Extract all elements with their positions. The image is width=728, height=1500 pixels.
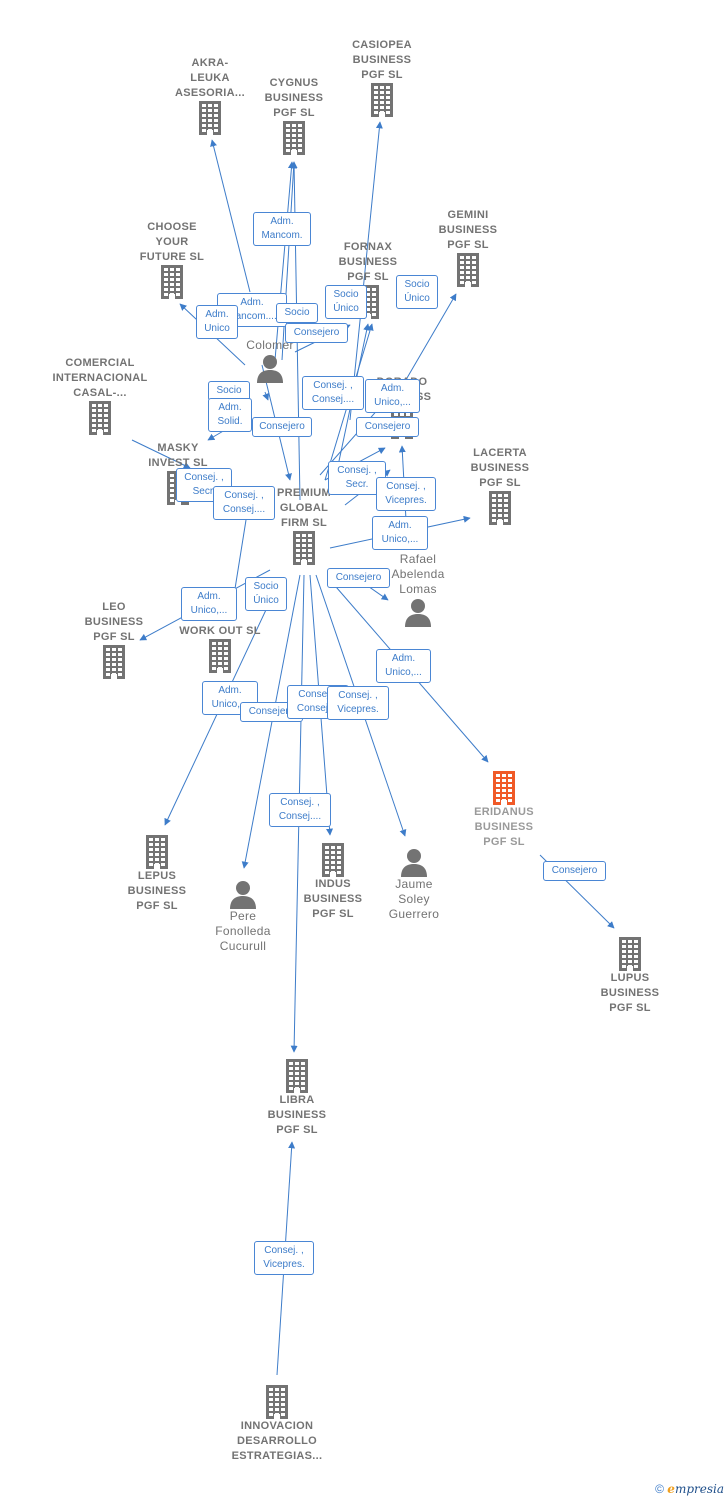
node-gemini[interactable]: GEMINI BUSINESS PGF SL bbox=[413, 208, 523, 287]
role-label[interactable]: Adm. Mancom. bbox=[253, 212, 311, 246]
role-label[interactable]: Socio Único bbox=[325, 285, 367, 319]
node-libra[interactable]: LIBRA BUSINESS PGF SL bbox=[242, 1059, 352, 1138]
node-label[interactable]: LACERTA BUSINESS PGF SL bbox=[470, 447, 530, 489]
node-colomer[interactable]: Colomer bbox=[215, 338, 325, 383]
node-lepus[interactable]: LEPUS BUSINESS PGF SL bbox=[102, 835, 212, 914]
node-lupus[interactable]: LUPUS BUSINESS PGF SL bbox=[575, 937, 685, 1016]
node-lacerta[interactable]: LACERTA BUSINESS PGF SL bbox=[445, 446, 555, 525]
building-icon bbox=[102, 835, 212, 869]
node-label[interactable]: LUPUS BUSINESS PGF SL bbox=[600, 972, 660, 1014]
node-akra[interactable]: AKRA- LEUKA ASESORIA... bbox=[155, 56, 265, 135]
node-label[interactable]: PREMIUM GLOBAL FIRM SL bbox=[276, 487, 332, 529]
role-label[interactable]: Adm. Unico,... bbox=[365, 379, 420, 413]
role-label[interactable]: Adm. Solid. bbox=[208, 398, 252, 432]
node-label[interactable]: CASIOPEA BUSINESS PGF SL bbox=[352, 39, 412, 81]
node-cygnus[interactable]: CYGNUS BUSINESS PGF SL bbox=[239, 76, 349, 155]
node-eridanus[interactable]: ERIDANUS BUSINESS PGF SL bbox=[449, 771, 559, 850]
footer-credit: © empresia bbox=[655, 1482, 724, 1496]
relationship-edge bbox=[399, 293, 457, 391]
person-icon bbox=[363, 597, 473, 627]
node-label[interactable]: WORK OUT SL bbox=[179, 625, 261, 637]
building-icon bbox=[575, 937, 685, 971]
node-label[interactable]: INNOVACION DESARROLLO ESTRATEGIAS... bbox=[231, 1420, 323, 1462]
node-label[interactable]: CHOOSE YOUR FUTURE SL bbox=[139, 221, 205, 263]
node-pere[interactable]: Pere Fonolleda Cucurull bbox=[188, 879, 298, 954]
node-indus[interactable]: INDUS BUSINESS PGF SL bbox=[278, 843, 388, 922]
building-icon bbox=[242, 1059, 352, 1093]
node-label[interactable]: ERIDANUS BUSINESS PGF SL bbox=[474, 806, 534, 848]
role-label[interactable]: Adm. Unico,... bbox=[372, 516, 428, 550]
node-label[interactable]: COMERCIAL INTERNACIONAL CASAL-... bbox=[52, 357, 148, 399]
node-casiopea[interactable]: CASIOPEA BUSINESS PGF SL bbox=[327, 38, 437, 117]
role-label[interactable]: Consejero bbox=[327, 568, 390, 588]
role-label[interactable]: Socio bbox=[276, 303, 318, 323]
role-label[interactable]: Consej. , Vicepres. bbox=[327, 686, 389, 720]
role-label[interactable]: Consej. , Secr. bbox=[176, 468, 232, 502]
relationship-edge bbox=[131, 439, 191, 469]
role-label[interactable]: Consej. , Vicepres. bbox=[376, 477, 436, 511]
node-label[interactable]: LEO BUSINESS PGF SL bbox=[84, 601, 144, 643]
node-jaume[interactable]: Jaume Soley Guerrero bbox=[359, 847, 469, 922]
role-label[interactable]: Socio Único bbox=[245, 577, 287, 611]
relationship-edge bbox=[274, 161, 295, 361]
node-label[interactable]: FORNAX BUSINESS PGF SL bbox=[338, 241, 398, 283]
node-leo[interactable]: LEO BUSINESS PGF SL bbox=[59, 600, 169, 679]
building-icon bbox=[327, 83, 437, 117]
node-label[interactable]: CYGNUS BUSINESS PGF SL bbox=[264, 77, 324, 119]
role-label[interactable]: Socio Único bbox=[396, 275, 438, 309]
role-label[interactable]: Consejero bbox=[356, 417, 419, 437]
node-label[interactable]: Colomer bbox=[246, 338, 294, 352]
node-innovacion[interactable]: INNOVACION DESARROLLO ESTRATEGIAS... bbox=[222, 1385, 332, 1464]
role-label[interactable]: Consej. , Vicepres. bbox=[254, 1241, 314, 1275]
building-icon bbox=[165, 639, 275, 673]
role-label[interactable]: Adm. Unico,... bbox=[376, 649, 431, 683]
node-label[interactable]: Rafael Abelenda Lomas bbox=[391, 552, 445, 596]
node-premium[interactable]: PREMIUM GLOBAL FIRM SL bbox=[249, 486, 359, 565]
node-label[interactable]: LEPUS BUSINESS PGF SL bbox=[127, 870, 187, 912]
building-icon bbox=[249, 531, 359, 565]
role-label[interactable]: Consej. , Consej.... bbox=[269, 793, 331, 827]
node-label[interactable]: Pere Fonolleda Cucurull bbox=[215, 909, 271, 953]
node-label[interactable]: MASKY INVEST SL bbox=[148, 442, 208, 469]
building-icon bbox=[59, 645, 169, 679]
node-label[interactable]: GEMINI BUSINESS PGF SL bbox=[438, 209, 498, 251]
building-icon bbox=[278, 843, 388, 877]
node-workout[interactable]: WORK OUT SL bbox=[165, 624, 275, 673]
relationship-edge bbox=[281, 161, 298, 361]
building-icon bbox=[239, 121, 349, 155]
node-comercial[interactable]: COMERCIAL INTERNACIONAL CASAL-... bbox=[45, 356, 155, 435]
node-choose[interactable]: CHOOSE YOUR FUTURE SL bbox=[117, 220, 227, 299]
empresia-logo: empresia bbox=[667, 1482, 724, 1496]
copyright-icon: © bbox=[655, 1482, 664, 1496]
building-icon bbox=[449, 771, 559, 805]
node-label[interactable]: Jaume Soley Guerrero bbox=[388, 877, 440, 921]
node-label[interactable]: AKRA- LEUKA ASESORIA... bbox=[175, 57, 245, 99]
person-icon bbox=[215, 353, 325, 383]
building-icon bbox=[222, 1385, 332, 1419]
building-icon bbox=[445, 491, 555, 525]
building-icon bbox=[117, 265, 227, 299]
person-icon bbox=[188, 879, 298, 909]
role-label[interactable]: Consej. , Consej.... bbox=[213, 486, 275, 520]
building-icon bbox=[45, 401, 155, 435]
role-label[interactable]: Adm. Unico bbox=[196, 305, 238, 339]
role-label[interactable]: Adm. Unico,... bbox=[181, 587, 237, 621]
person-icon bbox=[359, 847, 469, 877]
relationship-edge bbox=[349, 121, 383, 421]
building-icon bbox=[413, 253, 523, 287]
relationship-edge bbox=[210, 139, 251, 293]
role-label[interactable]: Consejero bbox=[285, 323, 348, 343]
role-label[interactable]: Consejero bbox=[543, 861, 606, 881]
role-label[interactable]: Consej. , Consej.... bbox=[302, 376, 364, 410]
relationship-edge bbox=[262, 391, 270, 401]
node-rafael[interactable]: Rafael Abelenda Lomas bbox=[363, 552, 473, 627]
role-label[interactable]: Consejero bbox=[252, 417, 312, 437]
node-label[interactable]: LIBRA BUSINESS PGF SL bbox=[267, 1094, 327, 1136]
node-label[interactable]: INDUS BUSINESS PGF SL bbox=[303, 878, 363, 920]
building-icon bbox=[155, 101, 265, 135]
